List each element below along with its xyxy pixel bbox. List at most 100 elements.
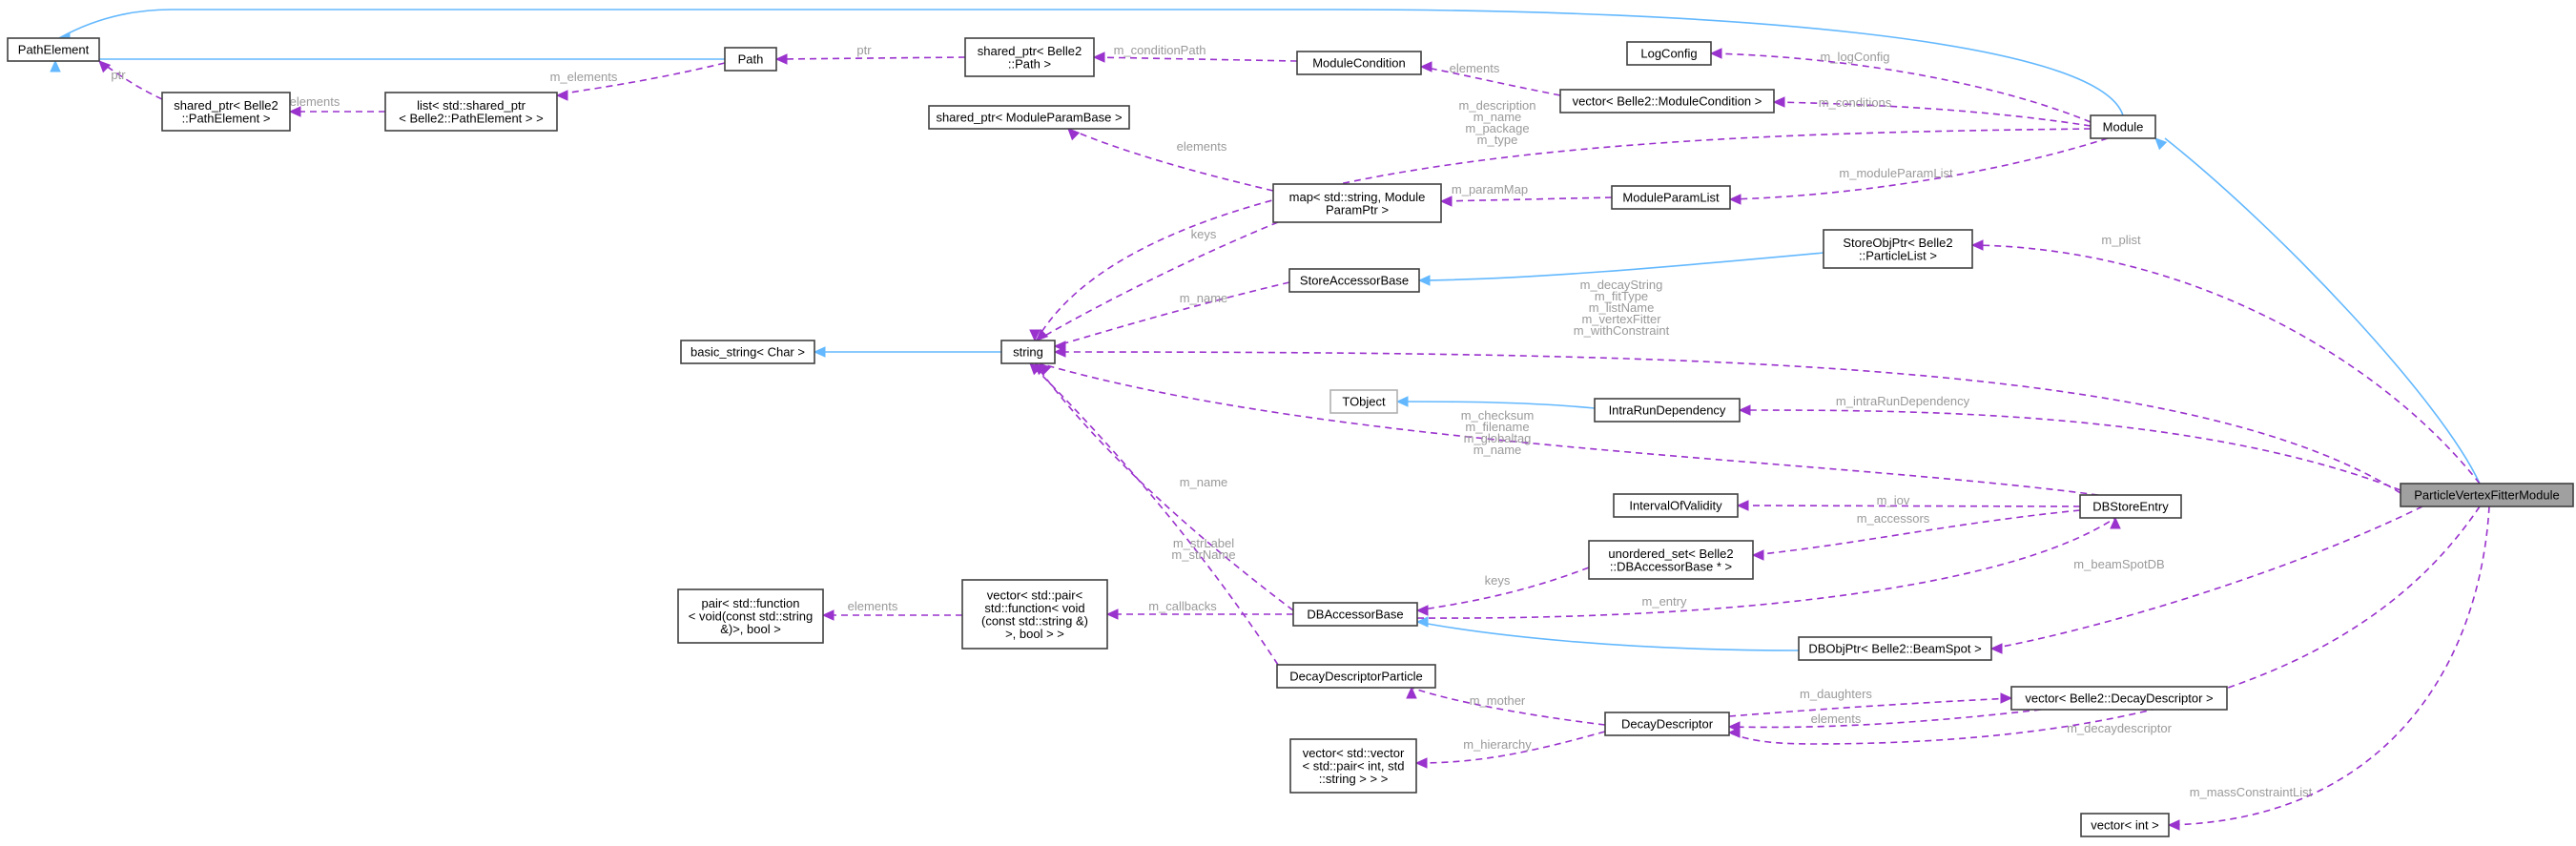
- class-node-tobject[interactable]: TObject: [1329, 389, 1398, 414]
- edge-label: m_entry: [1642, 594, 1687, 609]
- class-node-path[interactable]: Path: [724, 47, 777, 72]
- usage-arrowhead: [1751, 549, 1764, 561]
- class-node-modulecondition[interactable]: ModuleCondition: [1296, 51, 1422, 75]
- edge-label: m_moduleParamList: [1839, 166, 1953, 180]
- usage-edge: [1729, 137, 2109, 200]
- node-box: [680, 340, 815, 364]
- class-node-decaydescriptor[interactable]: DecayDescriptor: [1604, 712, 1730, 736]
- node-label: < std::pair< int, std: [1303, 759, 1405, 774]
- node-label: IntervalOfValidity: [1629, 499, 1722, 513]
- class-node-sp_path[interactable]: shared_ptr< Belle2::Path >: [964, 37, 1095, 77]
- node-box: [961, 579, 1108, 650]
- edge-label: m_name: [1180, 475, 1228, 489]
- node-box: [1613, 493, 1739, 518]
- edge-label: m_name: [1180, 291, 1228, 305]
- edge-label: m_intraRunDependency: [1836, 394, 1970, 408]
- usage-arrowhead: [2110, 516, 2121, 529]
- inheritance-arrowhead: [1417, 275, 1431, 286]
- usage-edge: [1411, 687, 1606, 726]
- class-node-vec_modcond[interactable]: vector< Belle2::ModuleCondition >: [1559, 89, 1775, 113]
- usage-edge: [1440, 196, 1613, 202]
- usage-arrowhead: [1772, 96, 1785, 108]
- class-node-logconfig[interactable]: LogConfig: [1626, 41, 1712, 66]
- usage-arrowhead: [1989, 643, 2003, 654]
- usage-arrowhead: [1067, 128, 1081, 141]
- usage-arrowhead: [1727, 727, 1741, 738]
- usage-arrowhead: [1736, 500, 1749, 511]
- usage-arrowhead: [555, 90, 568, 101]
- node-box: [677, 588, 824, 644]
- node-label: StoreObjPtr< Belle2: [1843, 236, 1952, 250]
- node-label: ::PathElement >: [182, 111, 271, 125]
- edge-label: m_iov: [1877, 493, 1910, 507]
- usage-edge: [1728, 697, 2012, 717]
- node-label: map< std::string, Module: [1289, 190, 1426, 204]
- usage-arrowhead: [1709, 48, 1722, 59]
- class-node-basic_string[interactable]: basic_string< Char >: [680, 340, 815, 364]
- class-node-dbstoreentry[interactable]: DBStoreEntry: [2079, 494, 2182, 519]
- node-label: unordered_set< Belle2: [1608, 547, 1733, 561]
- class-node-dbaccessorbase[interactable]: DBAccessorBase: [1292, 602, 1418, 627]
- class-node-intrarundependency[interactable]: IntraRunDependency: [1594, 398, 1741, 423]
- inheritance-edge: [58, 9, 2124, 116]
- edge-label: m_strName: [1171, 547, 1235, 562]
- inheritance-arrowhead: [813, 346, 826, 358]
- node-box: [1798, 636, 1992, 661]
- class-node-vec_decaydesc[interactable]: vector< Belle2::DecayDescriptor >: [2010, 686, 2228, 711]
- edge-label: m_conditionPath: [1114, 43, 1206, 57]
- usage-edge: [1710, 52, 2092, 123]
- node-label: Module: [2103, 120, 2144, 134]
- node-label: vector< Belle2::DecayDescriptor >: [2025, 691, 2213, 706]
- class-node-pair_fn[interactable]: pair< std::function< void(const std::str…: [677, 588, 824, 644]
- class-node-pathelement[interactable]: PathElement: [7, 37, 100, 62]
- usage-edge: [1971, 244, 2481, 485]
- class-node-string[interactable]: string: [1000, 340, 1056, 364]
- class-node-vec_vec[interactable]: vector< std::vector< std::pair< int, std…: [1289, 738, 1417, 794]
- node-box: [1296, 51, 1422, 75]
- node-box: [1289, 738, 1417, 794]
- edge-label: m_checksum: [1461, 408, 1535, 423]
- usage-arrowhead: [1728, 194, 1741, 205]
- node-box: [384, 92, 558, 132]
- class-node-storeobjptr[interactable]: StoreObjPtr< Belle2::ParticleList >: [1823, 229, 1973, 269]
- usage-arrowhead: [1053, 346, 1066, 358]
- class-node-module[interactable]: Module: [2090, 114, 2156, 139]
- usage-edge: [1039, 362, 2099, 496]
- class-node-pvfm[interactable]: ParticleVertexFitterModule: [2400, 483, 2574, 507]
- usage-arrowhead: [98, 60, 112, 73]
- class-node-sp_pathelement[interactable]: shared_ptr< Belle2::PathElement >: [161, 92, 291, 132]
- node-label: vector< std::vector: [1303, 746, 1405, 760]
- class-node-list_sp[interactable]: list< std::shared_ptr< Belle2::PathEleme…: [384, 92, 558, 132]
- node-label: string: [1013, 345, 1043, 360]
- edge-label: keys: [1191, 227, 1217, 241]
- edge-label: m_logConfig: [1821, 50, 1890, 64]
- class-node-vec_pair[interactable]: vector< std::pair<std::function< void(co…: [961, 579, 1108, 650]
- class-node-dbobjptr[interactable]: DBObjPtr< Belle2::BeamSpot >: [1798, 636, 1992, 661]
- node-label: LogConfig: [1640, 47, 1697, 61]
- class-node-storeaccessorbase[interactable]: StoreAccessorBase: [1288, 268, 1420, 293]
- class-node-decaydescriptorparticle[interactable]: DecayDescriptorParticle: [1276, 664, 1436, 689]
- node-label: < Belle2::PathElement > >: [399, 111, 543, 125]
- edge-label: elements: [1811, 712, 1862, 726]
- edge-label: m_conditions: [1819, 95, 1892, 110]
- class-node-vec_int[interactable]: vector< int >: [2080, 813, 2170, 837]
- node-box: [2010, 686, 2228, 711]
- usage-arrowhead: [2167, 819, 2180, 831]
- node-box: [1000, 340, 1056, 364]
- node-label: DecayDescriptor: [1621, 717, 1714, 732]
- class-node-sp_modparam[interactable]: shared_ptr< ModuleParamBase >: [928, 105, 1130, 130]
- class-node-moduleparamlist[interactable]: ModuleParamList: [1611, 185, 1731, 210]
- usage-edge: [1054, 351, 2401, 494]
- edge-label: elements: [290, 94, 340, 109]
- node-label: basic_string< Char >: [690, 345, 805, 360]
- inheritance-edge: [54, 58, 725, 62]
- edge-label: m_listName: [1589, 300, 1655, 315]
- class-node-unordered_set[interactable]: unordered_set< Belle2::DBAccessorBase * …: [1588, 540, 1754, 580]
- class-node-intervalofvalidity[interactable]: IntervalOfValidity: [1613, 493, 1739, 518]
- usage-edge: [1728, 709, 2042, 729]
- node-label: ModuleParamList: [1622, 191, 1720, 205]
- usage-edge: [1416, 567, 1590, 611]
- usage-arrowhead: [1036, 328, 1049, 341]
